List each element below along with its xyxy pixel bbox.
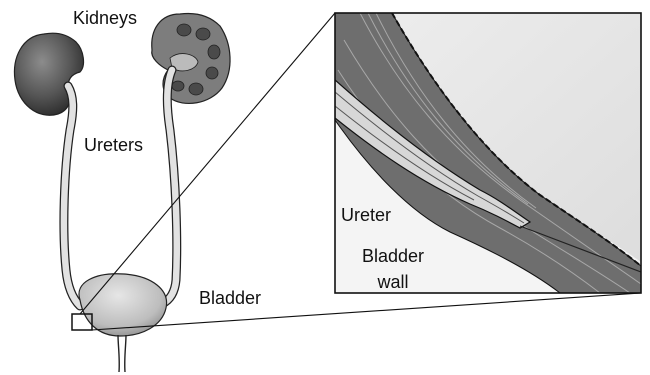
bladder-wall-label-line2: wall: [362, 269, 424, 295]
urethra: [118, 335, 126, 372]
ureters-label: Ureters: [84, 135, 143, 155]
ureter-detail-label: Ureter: [341, 205, 391, 225]
bladder-wall-label: Bladder wall: [362, 243, 424, 295]
bladder-wall-label-line1: Bladder: [362, 243, 424, 269]
bladder-label: Bladder: [199, 288, 261, 308]
kidneys-label: Kidneys: [73, 8, 137, 28]
